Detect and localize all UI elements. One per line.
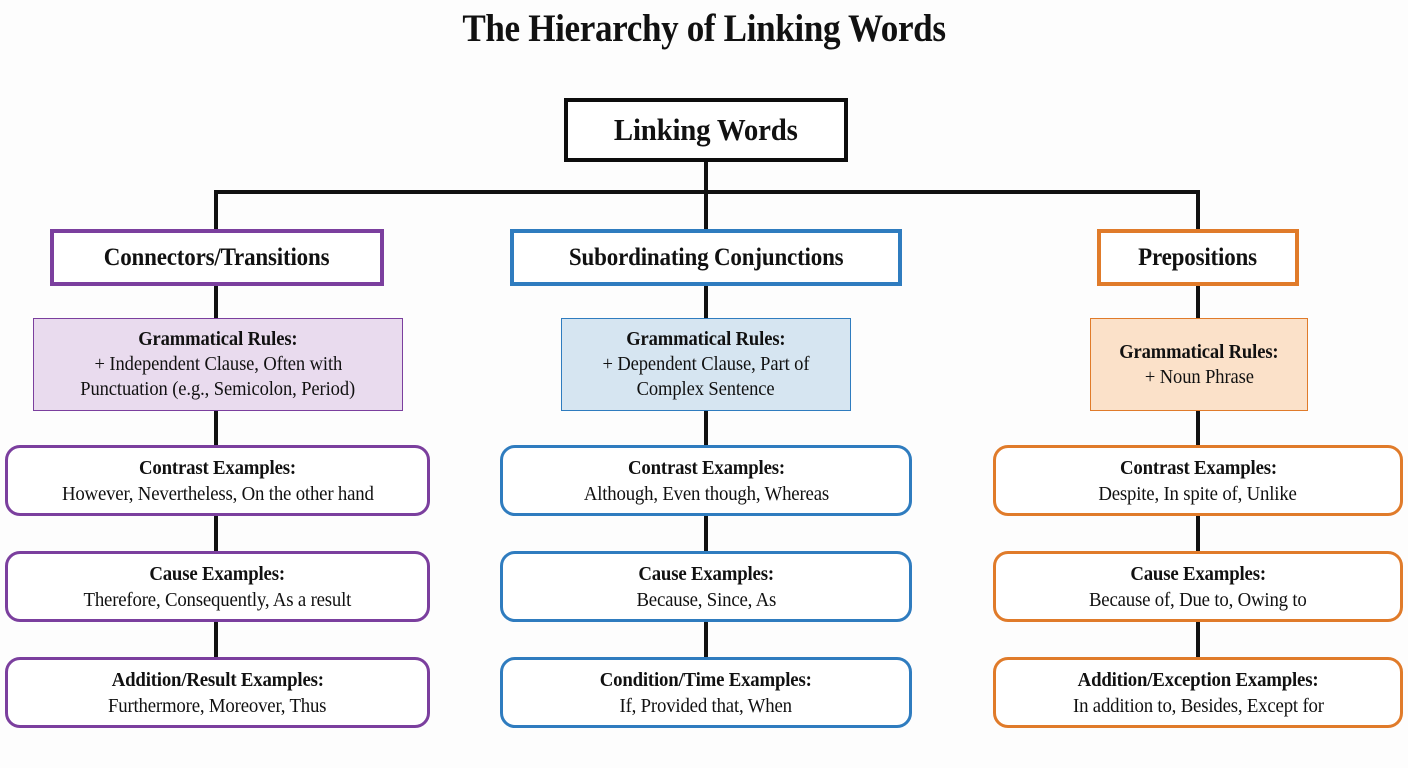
example-box-cause-connectors[interactable]: Cause Examples: Therefore, Consequently,… — [5, 551, 430, 622]
rules-title: Grammatical Rules: — [626, 329, 786, 350]
example-title: Cause Examples: — [1130, 562, 1266, 585]
example-title: Contrast Examples: — [139, 456, 296, 479]
example-title: Addition/Exception Examples: — [1077, 668, 1319, 691]
example-items: In addition to, Besides, Except for — [1072, 694, 1324, 717]
example-title: Contrast Examples: — [627, 456, 785, 479]
rules-title: Grammatical Rules: — [138, 329, 298, 350]
example-title: Contrast Examples: — [1119, 456, 1277, 479]
grammatical-rules-subordinating: Grammatical Rules: + Dependent Clause, P… — [561, 318, 851, 411]
example-box-contrast-subordinating[interactable]: Contrast Examples: Although, Even though… — [500, 445, 912, 516]
example-box-cause-prepositions[interactable]: Cause Examples: Because of, Due to, Owin… — [993, 551, 1403, 622]
example-items: Because of, Due to, Owing to — [1089, 588, 1307, 611]
rules-line: Complex Sentence — [637, 379, 775, 400]
page-title: The Hierarchy of Linking Words — [462, 7, 946, 50]
rules-line: + Dependent Clause, Part of — [602, 354, 810, 375]
example-box-condition-subordinating[interactable]: Condition/Time Examples: If, Provided th… — [500, 657, 912, 728]
category-header-subordinating[interactable]: Subordinating Conjunctions — [510, 229, 902, 286]
rules-title: Grammatical Rules: — [1119, 341, 1279, 363]
example-items: Because, Since, As — [636, 588, 776, 611]
example-title: Cause Examples: — [638, 562, 774, 585]
grammatical-rules-prepositions: Grammatical Rules: + Noun Phrase — [1090, 318, 1308, 411]
example-items: Therefore, Consequently, As a result — [83, 588, 352, 611]
example-items: Although, Even though, Whereas — [583, 482, 829, 505]
example-title: Cause Examples: — [149, 562, 286, 585]
example-box-cause-subordinating[interactable]: Cause Examples: Because, Since, As — [500, 551, 912, 622]
rules-line: + Noun Phrase — [1144, 366, 1254, 388]
rules-line: + Independent Clause, Often with — [94, 354, 342, 375]
example-items: Furthermore, Moreover, Thus — [108, 694, 327, 717]
example-items: If, Provided that, When — [619, 694, 793, 717]
category-header-connectors[interactable]: Connectors/Transitions — [50, 229, 384, 286]
example-box-contrast-connectors[interactable]: Contrast Examples: However, Nevertheless… — [5, 445, 430, 516]
category-header-label: Subordinating Conjunctions — [568, 243, 844, 271]
example-box-contrast-prepositions[interactable]: Contrast Examples: Despite, In spite of,… — [993, 445, 1403, 516]
example-box-addition-prepositions[interactable]: Addition/Exception Examples: In addition… — [993, 657, 1403, 728]
category-header-prepositions[interactable]: Prepositions — [1097, 229, 1299, 286]
example-title: Condition/Time Examples: — [600, 668, 812, 691]
example-title: Addition/Result Examples: — [111, 668, 324, 691]
category-header-label: Prepositions — [1138, 243, 1258, 271]
category-header-label: Connectors/Transitions — [104, 243, 330, 271]
root-node-label: Linking Words — [614, 112, 798, 147]
example-box-addition-connectors[interactable]: Addition/Result Examples: Furthermore, M… — [5, 657, 430, 728]
example-items: Despite, In spite of, Unlike — [1098, 482, 1298, 505]
grammatical-rules-connectors: Grammatical Rules: + Independent Clause,… — [33, 318, 403, 411]
example-items: However, Nevertheless, On the other hand — [61, 482, 374, 505]
rules-line: Punctuation (e.g., Semicolon, Period) — [80, 379, 356, 400]
root-node-linking-words[interactable]: Linking Words — [564, 98, 848, 162]
